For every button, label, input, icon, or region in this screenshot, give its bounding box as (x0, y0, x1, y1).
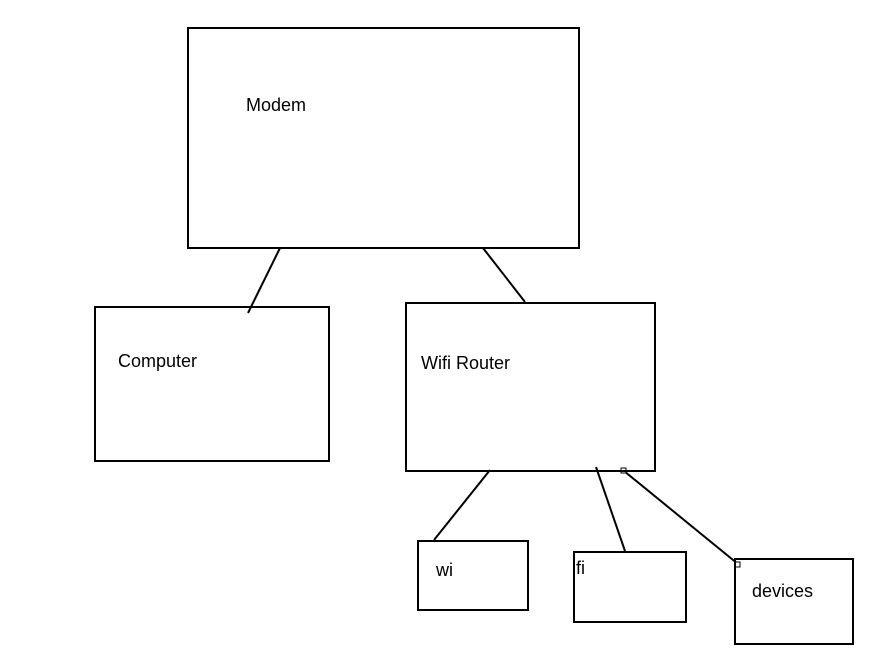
router-box (405, 302, 656, 472)
connector-router-devices (623, 470, 739, 565)
connector-modem-router (482, 247, 526, 303)
router-label: Wifi Router (421, 353, 511, 373)
fi-label: fi (576, 558, 585, 578)
modem-box (187, 27, 580, 249)
wi-label: wi (436, 560, 453, 580)
connector-modem-computer (247, 247, 281, 314)
connector-router-wi (433, 469, 491, 541)
wi-box (417, 540, 529, 611)
modem-label: Modem (246, 95, 307, 115)
devices-box (734, 558, 854, 645)
computer-label: Computer (118, 351, 198, 371)
connector-router-fi (595, 466, 626, 552)
computer-box (94, 306, 330, 462)
fi-box (573, 551, 687, 623)
devices-label: devices (752, 581, 814, 601)
